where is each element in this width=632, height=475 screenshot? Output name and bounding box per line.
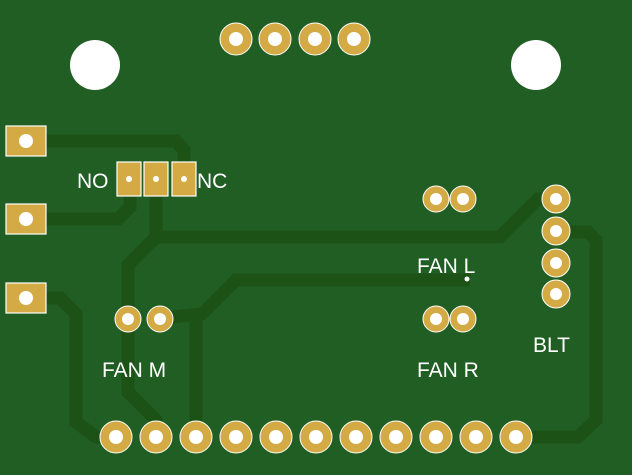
label-no: NO bbox=[77, 170, 109, 193]
side-terminal-pad-drill bbox=[19, 134, 33, 148]
label-fan-r: FAN R bbox=[417, 359, 479, 382]
jumper-pad-drill bbox=[153, 176, 159, 182]
label-blt: BLT bbox=[533, 334, 570, 357]
bottom-header-pin-drill bbox=[189, 430, 203, 444]
top-header-pin-drill bbox=[268, 32, 282, 46]
trace-terminal2-to-no bbox=[46, 192, 137, 226]
fan-m-pin-drill bbox=[122, 313, 134, 325]
fan-r-pin-drill bbox=[430, 313, 442, 325]
blt-pin-drill bbox=[550, 225, 562, 237]
top-header-pin-drill bbox=[347, 32, 361, 46]
bottom-header-pin-drill bbox=[429, 430, 443, 444]
side-terminal-pad-drill bbox=[19, 291, 33, 305]
jumper-pad-drill bbox=[126, 176, 132, 182]
blt-pin-drill bbox=[550, 193, 562, 205]
trace-blt-to-header bbox=[516, 225, 603, 444]
bottom-header-pin-drill bbox=[389, 430, 403, 444]
bottom-header-pin-drill bbox=[229, 430, 243, 444]
mounting-hole-left bbox=[70, 40, 120, 90]
trace-terminal1-to-nc bbox=[46, 134, 191, 172]
mounting-hole-right bbox=[511, 40, 561, 90]
label-fan-l: FAN L bbox=[417, 255, 475, 278]
jumper-pad-drill bbox=[181, 176, 187, 182]
side-terminal-pad-drill bbox=[19, 212, 33, 226]
trace-fanl-to-fanm bbox=[161, 273, 470, 325]
label-nc: NC bbox=[197, 170, 227, 193]
label-fan-m: FAN M bbox=[102, 359, 166, 382]
blt-pin-drill bbox=[550, 257, 562, 269]
trace-terminal3-to-header bbox=[46, 291, 116, 444]
via-dot bbox=[464, 276, 470, 282]
fan-l-pin-drill bbox=[430, 193, 442, 205]
fan-r-pin-drill bbox=[457, 313, 469, 325]
bottom-header-pin-drill bbox=[509, 430, 523, 444]
bottom-header-pin-drill bbox=[469, 430, 483, 444]
bottom-header-pin-drill bbox=[109, 430, 123, 444]
jumper-pad bbox=[143, 161, 169, 197]
top-header-pin-drill bbox=[308, 32, 322, 46]
bottom-header-pin-drill bbox=[149, 430, 163, 444]
fan-m-pin-drill bbox=[154, 313, 166, 325]
blt-pin-drill bbox=[550, 288, 562, 300]
fan-l-pin-drill bbox=[457, 193, 469, 205]
bottom-header-pin-drill bbox=[269, 430, 283, 444]
top-header-pin-drill bbox=[229, 32, 243, 46]
pads bbox=[5, 22, 571, 454]
bottom-header-pin-drill bbox=[309, 430, 323, 444]
bottom-header-pin-drill bbox=[349, 430, 363, 444]
